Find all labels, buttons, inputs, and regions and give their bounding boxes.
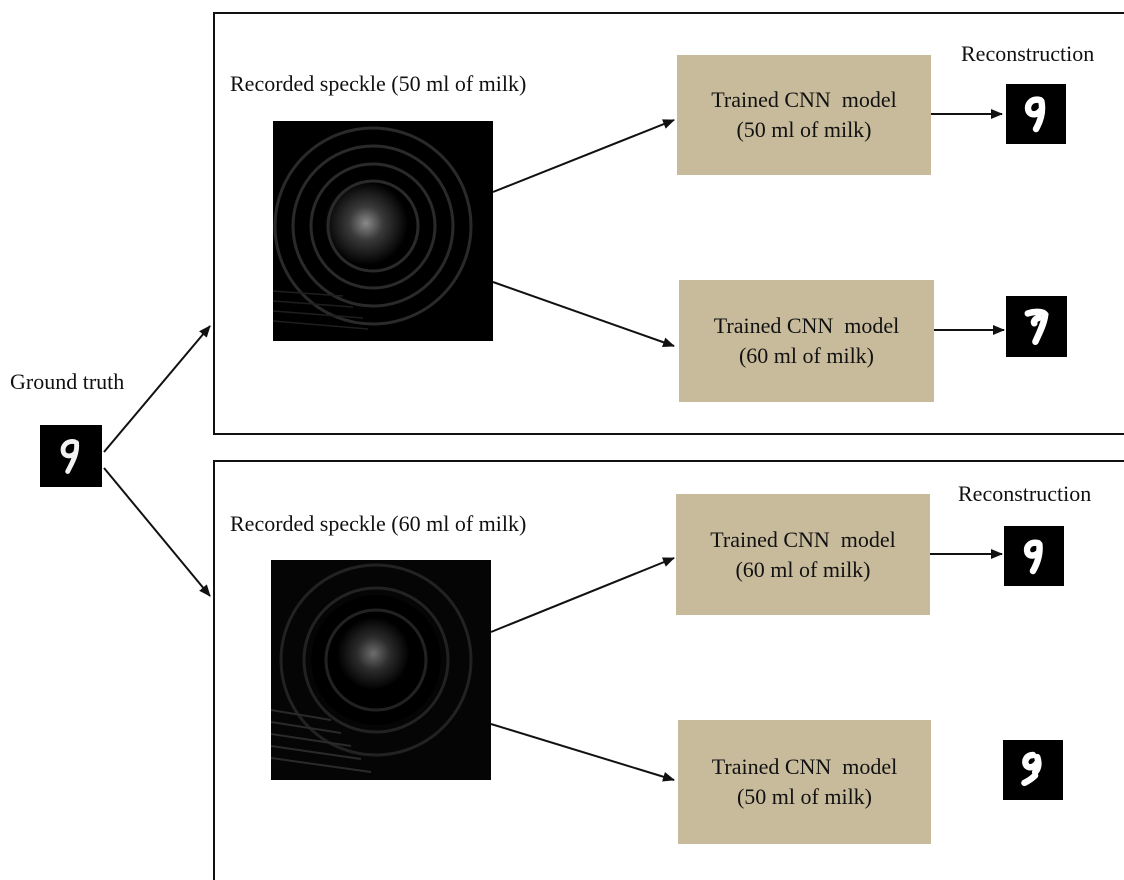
speckle-image-50ml [273, 121, 493, 341]
ground-truth-image [40, 425, 102, 487]
model-box-60ml-b: Trained CNN model (60 ml of milk) [676, 494, 930, 615]
arrow-ground-to-panel2 [103, 467, 211, 597]
model-box-60ml-a: Trained CNN model (60 ml of milk) [679, 280, 934, 402]
model-volume: (50 ml of milk) [736, 117, 872, 142]
reconstructed-digit-icon [1024, 96, 1046, 133]
speckle-image-60ml [271, 560, 491, 780]
model-box-50ml-a: Trained CNN model (50 ml of milk) [677, 55, 931, 175]
reconstruction-label-bottom: Reconstruction [958, 481, 1092, 506]
reconstructed-digit-icon [1021, 751, 1042, 787]
reconstruction-image-4 [1003, 740, 1063, 800]
model-volume: (50 ml of milk) [736, 784, 873, 809]
reconstructed-digit-icon [1024, 308, 1049, 346]
model-name: Trained CNN model [713, 313, 900, 339]
panel-60ml [213, 460, 1124, 880]
panel-50ml [213, 12, 1124, 435]
digit-9-icon [60, 439, 80, 474]
speckle-pattern-50ml [273, 121, 493, 341]
model-name: Trained CNN model [711, 87, 897, 113]
reconstruction-image-3 [1004, 526, 1064, 586]
speckle-label-50ml: Recorded speckle (50 ml of milk) [230, 71, 527, 96]
model-name: Trained CNN model [710, 526, 896, 552]
ground-truth-label: Ground truth [10, 369, 125, 394]
speckle-pattern-60ml [271, 560, 491, 780]
model-volume: (60 ml of milk) [735, 556, 871, 582]
speckle-label-60ml: Recorded speckle (60 ml of milk) [230, 511, 527, 536]
reconstruction-image-1 [1006, 84, 1066, 144]
reconstruction-image-2 [1006, 296, 1067, 357]
reconstructed-digit-icon [1023, 539, 1043, 575]
reconstruction-label-top: Reconstruction [961, 41, 1095, 66]
model-box-50ml-b: Trained CNN model (50 ml of milk) [678, 720, 931, 844]
model-volume: (60 ml of milk) [738, 343, 875, 368]
model-name: Trained CNN model [711, 754, 898, 780]
